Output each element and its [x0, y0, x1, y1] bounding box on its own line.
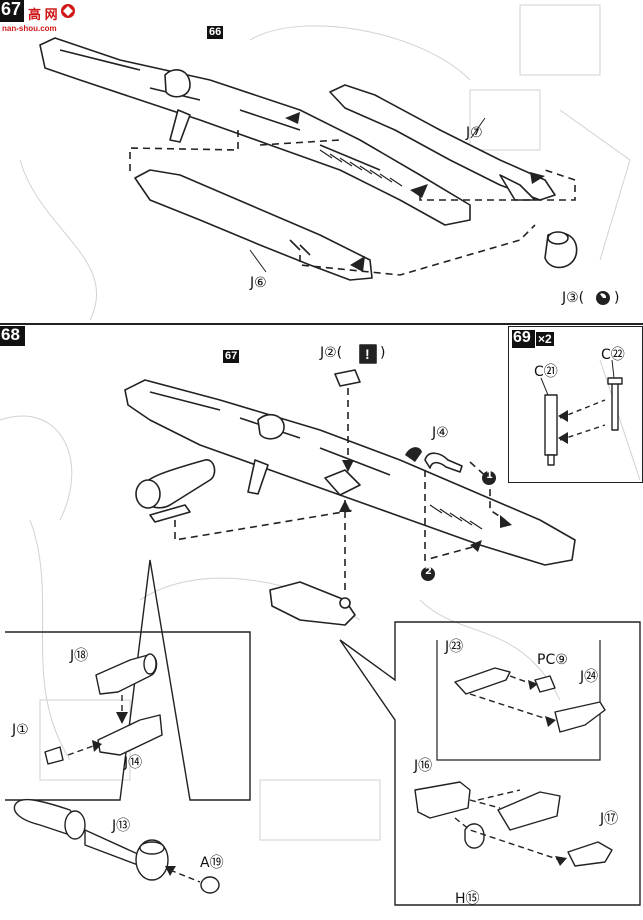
- step-number-68: 68: [0, 326, 25, 346]
- label-pc9: PC⑨: [537, 652, 568, 668]
- label-a19: A⑲: [200, 855, 224, 871]
- label-j3-close: ): [614, 290, 620, 306]
- label-c22: C㉒: [601, 347, 625, 363]
- label-j3: J③(: [562, 290, 585, 306]
- label-j23: J㉓: [445, 639, 464, 655]
- label-j4: J④: [432, 425, 449, 441]
- order-1: 1: [486, 470, 493, 481]
- step67-diagram: [39, 37, 610, 305]
- label-j24: J㉔: [580, 669, 599, 685]
- ref-step-66: 66: [207, 26, 224, 39]
- label-j2-close: ): [380, 345, 386, 361]
- label-j7: J⑦: [466, 125, 483, 141]
- label-j1: J①: [12, 722, 29, 738]
- label-j2: J②(: [320, 345, 343, 361]
- step-number-69: 69: [512, 330, 535, 348]
- section-divider: [0, 323, 643, 325]
- label-j16: J⑯: [414, 758, 433, 774]
- step-number-67: 67: [0, 0, 24, 22]
- ref-step-67: 67: [223, 350, 240, 363]
- label-j14: J⑭: [124, 755, 143, 771]
- site-url: nan-shou.com: [2, 24, 57, 33]
- label-j18: J⑱: [70, 648, 89, 664]
- label-h15: H⑮: [455, 891, 480, 907]
- svg-text:!: !: [365, 346, 370, 362]
- site-name: 高 网: [28, 7, 58, 22]
- label-j17: J⑰: [600, 811, 619, 827]
- site-logo: 高 网: [28, 2, 88, 22]
- order-2: 2: [425, 566, 432, 577]
- step69-multiplier: ×2: [536, 332, 554, 346]
- label-c21: C㉑: [534, 364, 558, 380]
- label-j6: J⑥: [250, 275, 267, 291]
- label-j13: J⑬: [112, 818, 131, 834]
